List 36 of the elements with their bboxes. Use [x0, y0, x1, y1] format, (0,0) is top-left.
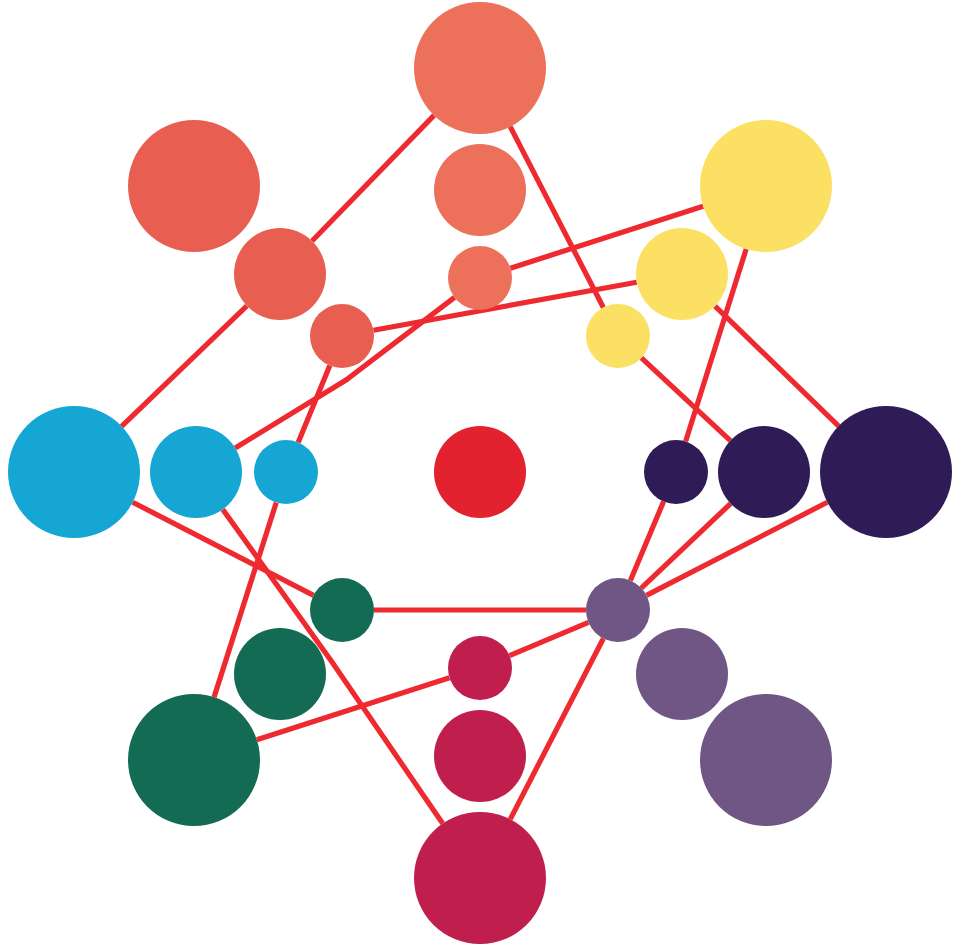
circle-node [586, 304, 650, 368]
connector-line [374, 607, 586, 613]
circle-node [234, 228, 326, 320]
circle-node [644, 440, 708, 504]
connector-line [639, 501, 733, 590]
circle-node [234, 628, 326, 720]
circle-node [434, 710, 526, 802]
connector-line [509, 203, 704, 271]
circle-node [636, 228, 728, 320]
connector-line [683, 248, 749, 443]
connector-line [220, 507, 445, 825]
connector-line [507, 125, 606, 309]
circle-node [434, 426, 526, 518]
circle-node [254, 440, 318, 504]
connector-line [507, 637, 606, 821]
circle-node [448, 246, 512, 310]
circle-node [310, 304, 374, 368]
circle-node [434, 144, 526, 236]
connector-line [628, 500, 666, 582]
connector-line [310, 113, 436, 243]
connector-line [119, 304, 249, 429]
connector-line [131, 499, 315, 598]
connector-line [645, 499, 829, 598]
connector-line [211, 501, 279, 698]
connector-line [373, 279, 638, 333]
circle-node [310, 578, 374, 642]
circle-node [150, 426, 242, 518]
connector-line [713, 304, 841, 428]
circle-node [636, 628, 728, 720]
connector-line [233, 295, 457, 451]
circle-node [586, 578, 650, 642]
connector-line [639, 355, 733, 443]
circle-node [718, 426, 810, 518]
connector-line [295, 364, 333, 444]
connector-line [508, 620, 590, 658]
circle-node [448, 636, 512, 700]
